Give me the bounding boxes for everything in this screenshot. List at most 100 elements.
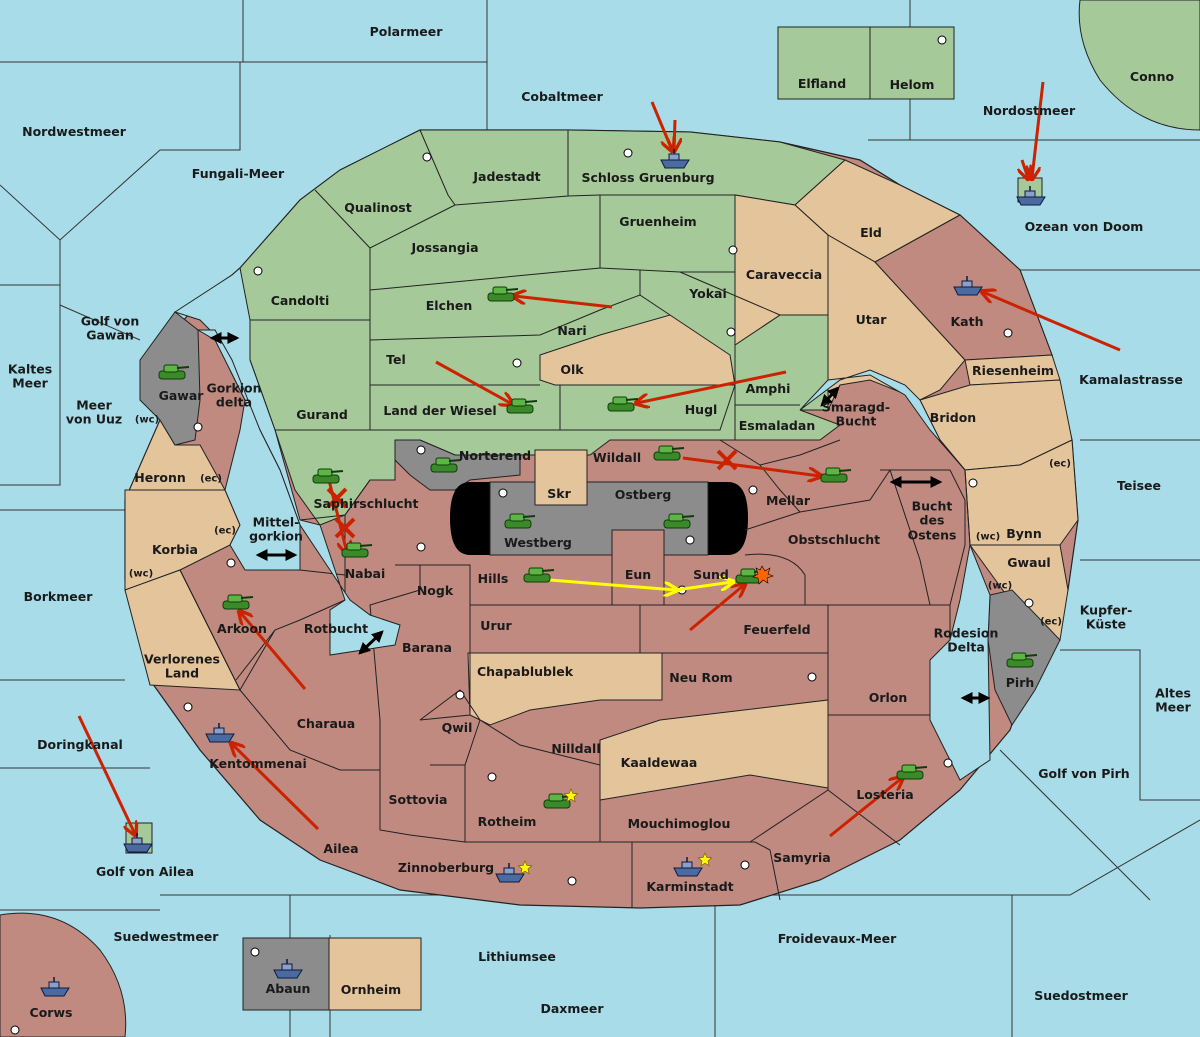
failed-order-cross (326, 487, 348, 509)
mittelgorkion-water (196, 329, 301, 571)
order-arrow (829, 778, 902, 838)
label-karminstadt: Karminstadt (646, 878, 734, 894)
label-ec-gwaul: (ec) (1040, 616, 1062, 628)
order-arrow (514, 296, 613, 309)
label-skr: Skr (547, 485, 571, 501)
territory-elfland (777, 26, 871, 100)
label-verlorenes-land: Verlorenes Land (144, 651, 220, 681)
label-froidevaux-meer: Froidevaux-Meer (777, 930, 897, 946)
label-riesenheim: Riesenheim (972, 362, 1054, 378)
label-teisee: Teisee (1116, 477, 1162, 493)
label-samyria: Samyria (773, 849, 831, 865)
label-smaragd-bucht: Smaragd- Bucht (821, 399, 891, 429)
order-arrow (240, 612, 307, 690)
label-nordwestmeer: Nordwestmeer (22, 123, 126, 139)
label-sund: Sund (693, 566, 729, 582)
label-bridon: Bridon (929, 409, 977, 425)
label-qwil: Qwil (441, 719, 473, 735)
label-kaltes-meer: Kaltes Meer (7, 361, 53, 391)
label-arkoon: Arkoon (217, 620, 267, 636)
failed-order-cross (334, 517, 356, 539)
label-nordostmeer: Nordostmeer (982, 102, 1076, 118)
label-wc-gawar: (wc) (134, 414, 160, 426)
label-orlon: Orlon (868, 689, 908, 705)
label-charaua: Charaua (296, 715, 356, 731)
territory-eun (611, 529, 665, 606)
supply-center-icon (10, 35, 1034, 1035)
label-golf-von-ailea: Golf von Ailea (95, 863, 195, 879)
label-heronn: Heronn (134, 469, 186, 485)
label-kath: Kath (950, 313, 984, 329)
order-arrow (1022, 159, 1028, 178)
label-schloss-gruenburg: Schloss Gruenburg (581, 169, 715, 185)
label-gawar: Gawar (158, 387, 204, 403)
label-fungali-meer: Fungali-Meer (191, 165, 285, 181)
label-kupfer-kueste: Kupfer- Küste (1079, 602, 1133, 632)
territory-conno (1078, 0, 1200, 131)
label-lithiumsee: Lithiumsee (478, 948, 556, 964)
label-doringkanal: Doringkanal (37, 736, 123, 752)
territory-obstschlucht-east (880, 469, 966, 606)
fortress-west-cap (450, 482, 490, 555)
label-suedostmeer: Suedostmeer (1034, 987, 1128, 1003)
label-hugl: Hugl (684, 401, 718, 417)
label-rotbucht: Rotbucht (303, 620, 369, 636)
label-gwaul: Gwaul (1007, 554, 1051, 570)
tank-icon (663, 513, 695, 529)
order-arrow (637, 370, 787, 403)
label-qualinost: Qualinost (344, 199, 412, 215)
label-neu-rom: Neu Rom (669, 669, 733, 685)
star-icon (697, 851, 713, 867)
label-gorkion-delta: Gorkion delta (206, 380, 262, 410)
explosion-icon (752, 565, 774, 585)
label-abaun: Abaun (265, 980, 311, 996)
label-ec-bynn: (ec) (1049, 458, 1071, 470)
label-yokai: Yokai (689, 285, 727, 301)
label-bynn: Bynn (1006, 525, 1042, 541)
label-obstschlucht: Obstschlucht (787, 531, 881, 547)
label-losteria: Losteria (856, 786, 914, 802)
adjacency-arrows (209, 332, 991, 704)
label-olk: Olk (560, 361, 584, 377)
tank-icon (523, 567, 555, 583)
label-ailea: Ailea (323, 840, 359, 856)
label-mittelgorkion: Mittel- gorkion (249, 514, 303, 544)
label-polarmeer: Polarmeer (369, 23, 443, 39)
label-hills: Hills (477, 570, 509, 586)
territory-norterend (394, 439, 521, 491)
label-nari: Nari (557, 322, 587, 338)
order-arrow (983, 292, 1121, 352)
label-feuerfeld: Feuerfeld (743, 621, 811, 637)
label-utar: Utar (855, 311, 887, 327)
label-kentommenai: Kentommenai (209, 755, 307, 771)
label-gruenheim: Gruenheim (619, 213, 697, 229)
tank-icon (312, 468, 344, 484)
tank-icon (504, 513, 536, 529)
label-corws: Corws (29, 1004, 73, 1020)
order-arrow (326, 475, 347, 553)
territory-skr (534, 449, 588, 506)
label-mouchimoglou: Mouchimoglou (627, 815, 731, 831)
label-mellar: Mellar (765, 492, 811, 508)
order-arrow (682, 456, 820, 476)
label-ec-heronn: (ec) (200, 473, 222, 485)
order-arrow (1032, 81, 1045, 178)
label-land-der-wiesel: Land der Wiesel (383, 402, 497, 418)
label-gurand: Gurand (296, 406, 348, 422)
label-eun: Eun (624, 566, 652, 582)
label-esmaladan: Esmaladan (738, 417, 816, 433)
label-chapablublek: Chapablublek (476, 663, 574, 679)
label-conno: Conno (1129, 68, 1175, 84)
label-zinnoberburg: Zinnoberburg (397, 859, 495, 875)
order-arrow (689, 585, 744, 632)
failed-order-cross (716, 449, 738, 471)
label-suedwestmeer: Suedwestmeer (113, 928, 219, 944)
label-golf-von-pirh: Golf von Pirh (1038, 765, 1130, 781)
label-tel: Tel (386, 351, 406, 367)
label-ozean-von-doom: Ozean von Doom (1024, 218, 1144, 234)
star-icon (563, 787, 579, 803)
tank-icon (430, 457, 462, 473)
tank-icon (506, 398, 538, 414)
label-wildall: Wildall (592, 449, 642, 465)
